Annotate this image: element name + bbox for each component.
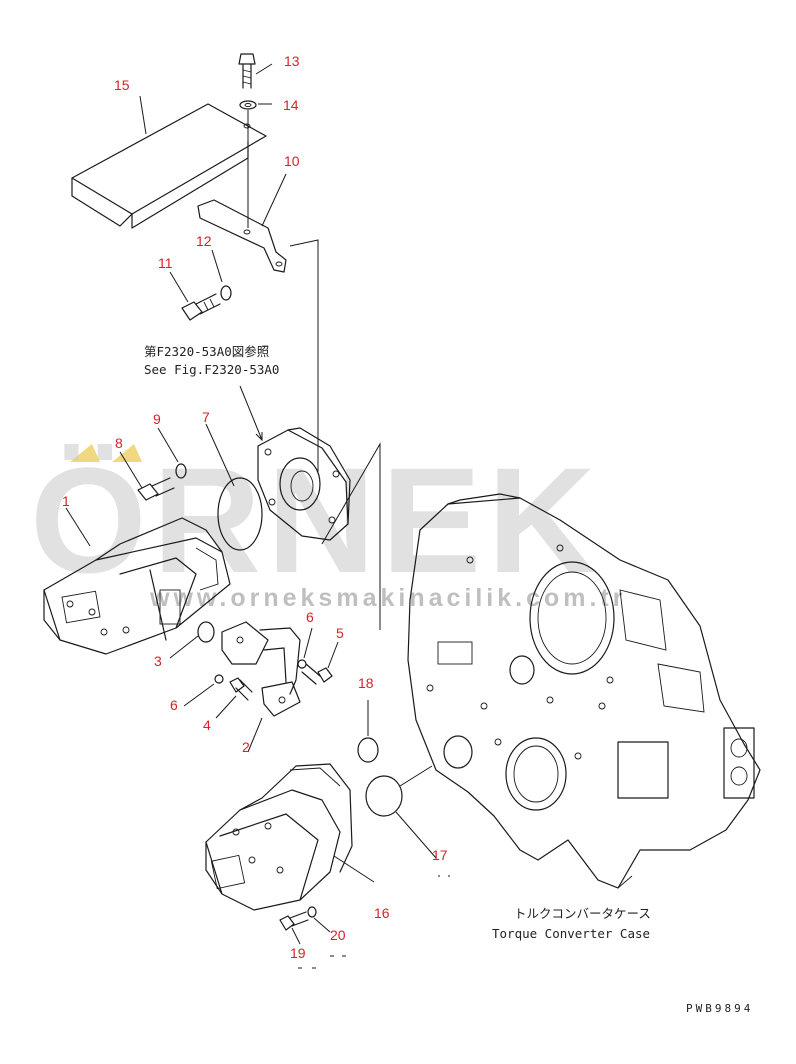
torque-converter-case xyxy=(407,493,761,889)
part-13-bolt xyxy=(238,53,256,89)
part-20-washer xyxy=(307,906,317,918)
part-label-16: 16 xyxy=(374,905,390,921)
part-label-20: 20 xyxy=(330,927,346,943)
part-4-bolt xyxy=(229,677,253,701)
part-9-washer xyxy=(175,463,187,479)
part-labels: 1 2 3 4 5 6 6 7 8 9 10 11 12 13 14 15 16… xyxy=(62,53,448,961)
part-18-plug xyxy=(357,737,379,763)
leader-lines xyxy=(65,63,437,945)
part-11-bolt xyxy=(181,293,221,321)
part-17-o-ring xyxy=(365,775,403,817)
part-7-gasket xyxy=(217,477,263,551)
part-14-washer xyxy=(239,100,257,110)
part-label-10: 10 xyxy=(284,153,300,169)
part-label-7: 7 xyxy=(202,409,210,425)
part-label-4: 4 xyxy=(203,717,211,733)
watermark-url: www.orneksmakinacilik.com.tr xyxy=(149,584,627,612)
part-label-17: 17 xyxy=(432,847,448,863)
part-5-bolt xyxy=(301,663,333,685)
part-3-o-ring xyxy=(197,621,215,643)
part-2-pipe xyxy=(221,621,301,717)
part-label-5: 5 xyxy=(336,625,344,641)
part-label-18: 18 xyxy=(358,675,374,691)
reference-note-en: See Fig.F2320-53A0 xyxy=(144,362,279,377)
part-label-13: 13 xyxy=(284,53,300,69)
part-1-pump xyxy=(43,517,231,655)
part-12-washer xyxy=(220,285,232,301)
part-label-1: 1 xyxy=(62,493,70,509)
part-label-8: 8 xyxy=(115,435,123,451)
part-label-6-upper: 6 xyxy=(306,609,314,625)
part-label-15: 15 xyxy=(114,77,130,93)
part-6-washer-lower xyxy=(214,674,224,684)
pump-flange xyxy=(257,427,351,541)
reference-note-jp: 第F2320-53A0図参照 xyxy=(144,344,269,359)
case-label-en: Torque Converter Case xyxy=(492,926,650,941)
watermark-accent-mark-left xyxy=(70,444,100,462)
watermark-accent-mark-right xyxy=(112,444,142,462)
part-label-11: 11 xyxy=(158,255,173,271)
part-label-12: 12 xyxy=(196,233,212,249)
part-6-washer-upper xyxy=(297,659,307,669)
part-label-9: 9 xyxy=(153,411,161,427)
part-label-19: 19 xyxy=(290,945,306,961)
part-15-cover xyxy=(71,103,267,229)
part-8-bolt xyxy=(137,477,175,501)
part-19-bolt xyxy=(279,911,309,931)
case-label-jp: トルクコンバータケース xyxy=(514,906,651,921)
part-label-3: 3 xyxy=(154,653,162,669)
part-16-pump xyxy=(205,763,353,911)
drawing-code: PWB9894 xyxy=(686,1002,753,1015)
part-10-bracket xyxy=(197,199,287,273)
reference-note: 第F2320-53A0図参照 See Fig.F2320-53A0 xyxy=(144,344,279,377)
watermark-brand: ÖRNEK xyxy=(30,436,602,604)
part-label-6-lower: 6 xyxy=(170,697,178,713)
part-label-2: 2 xyxy=(242,739,250,755)
part-label-14: 14 xyxy=(283,97,299,113)
case-label: トルクコンバータケース Torque Converter Case xyxy=(492,906,651,941)
